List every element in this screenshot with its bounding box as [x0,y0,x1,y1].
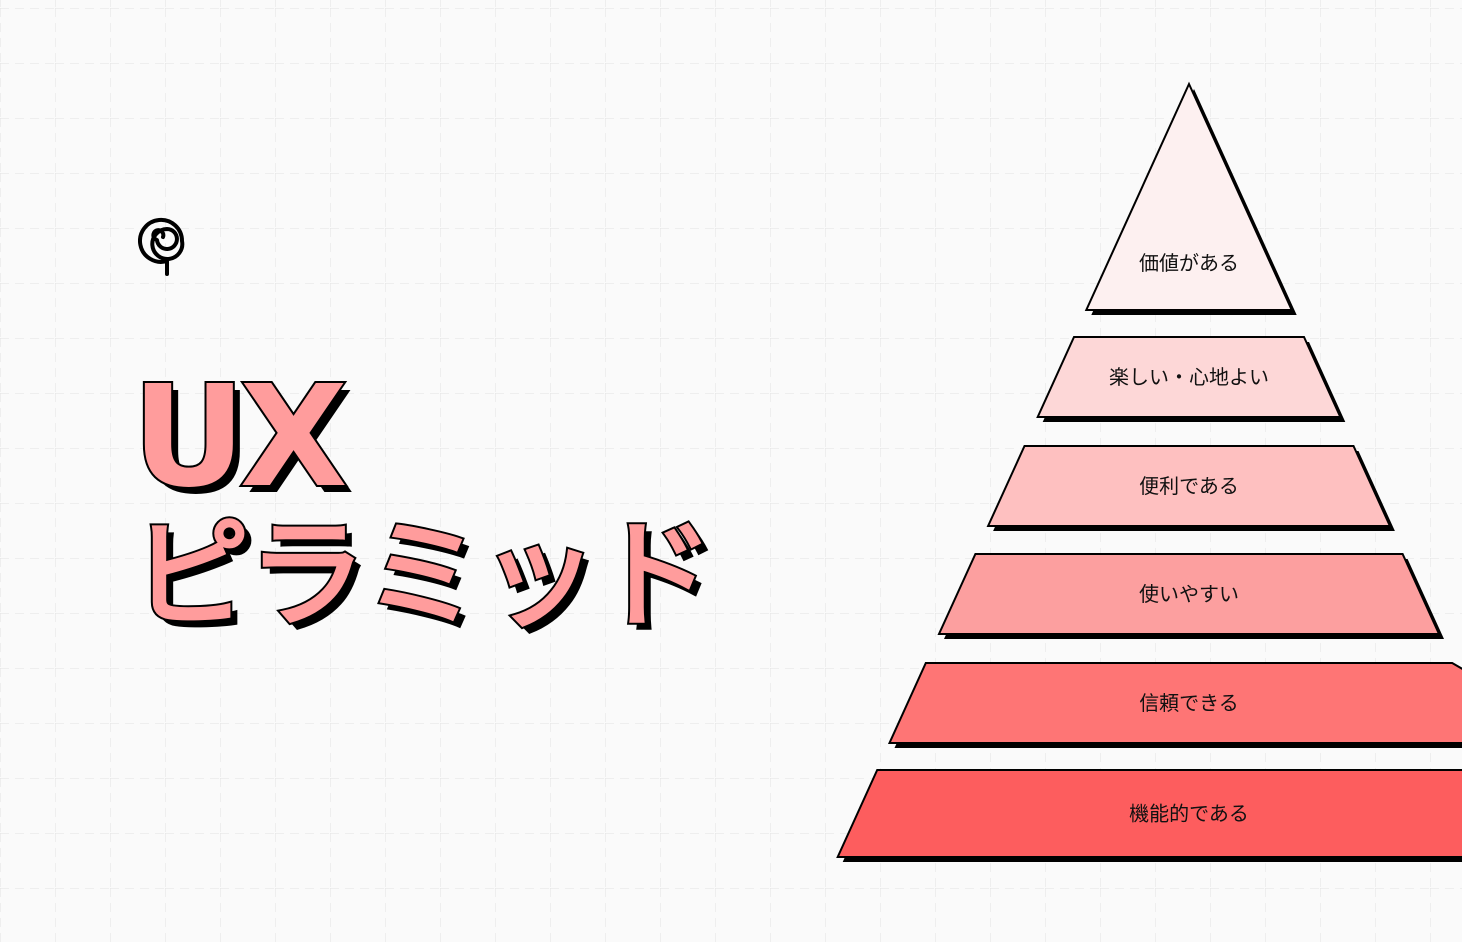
pyramid-level-shape [1084,81,1294,311]
pyramid-level-shape [836,769,1462,858]
pyramid-level-shape [986,445,1392,527]
pyramid-level-3: 便利である [986,445,1395,531]
pyramid-level-label: 楽しい・心地よい [1109,365,1269,389]
pyramid-level-label: 機能的である [1129,802,1249,826]
pyramid-level-label: 価値がある [1139,251,1239,275]
spiral-pin-icon [138,217,185,276]
title-line-pyramid: ピラミッド [130,506,716,644]
pyramid-level-1: 価値がある [1084,81,1297,315]
pyramid-level-shape [937,553,1441,635]
pyramid-level-shape [887,662,1462,744]
pyramid-level-2: 楽しい・心地よい [1036,336,1346,422]
page-title: UX ピラミッド [130,356,716,644]
pyramid-level-label: 便利である [1139,474,1239,498]
pyramid-level-6: 機能的である [836,769,1462,862]
pyramid-level-5: 信頼できる [887,662,1462,748]
pyramid-level-shape [1036,336,1342,418]
pyramid-level-4: 使いやすい [937,553,1444,639]
pyramid-level-label: 使いやすい [1139,582,1239,606]
pyramid-level-label: 信頼できる [1139,691,1239,715]
title-line-ux: UX [130,356,350,519]
